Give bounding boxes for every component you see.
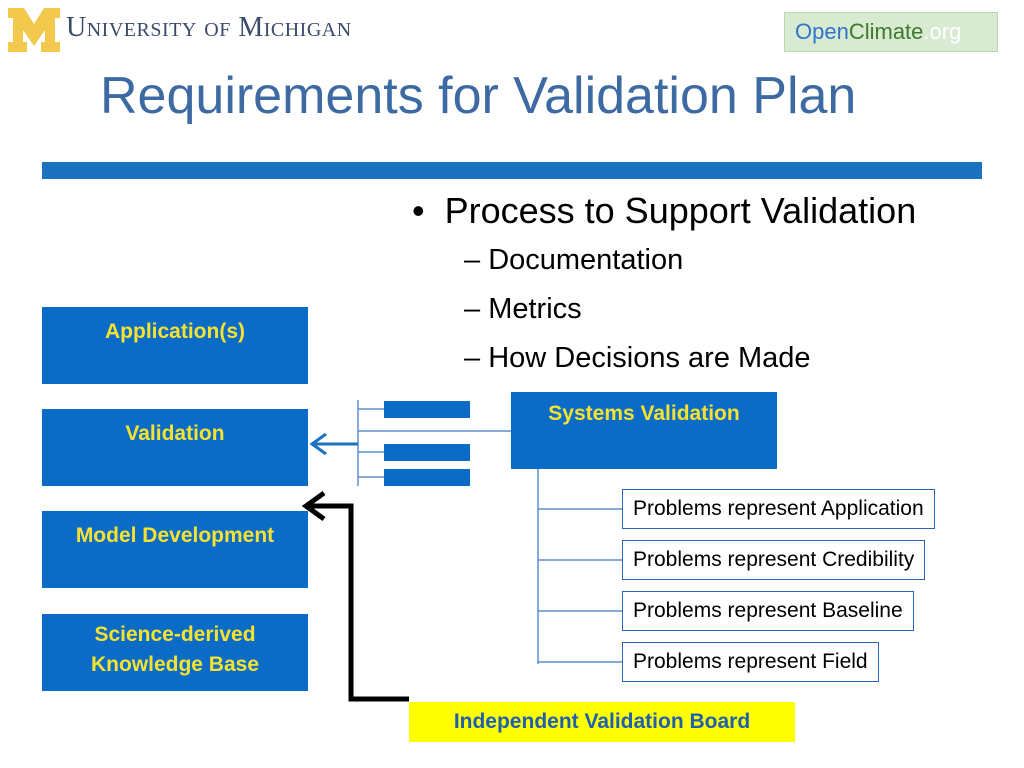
sub-bullet: – Metrics [464,293,582,325]
sub-bullet: – How Decisions are Made [464,342,811,374]
logo-open: Open [795,19,849,44]
title-rule [42,162,982,179]
block-m-icon [8,8,60,52]
box-model-development: Model Development [42,511,308,588]
logo-org: .org [923,19,962,44]
board-feedback-line [306,503,409,702]
main-bullet-text: Process to Support Validation [444,190,917,231]
main-bullet: • Process to Support Validation [412,190,917,231]
problem-box: Problems represent Credibility [622,540,926,580]
problem-box: Problems represent Application [622,489,935,529]
university-name: University of Michigan [66,12,352,43]
logo-climate: Climate [848,19,924,44]
sub-bullet: – Documentation [464,244,684,276]
arrow-to-validation-head [309,432,327,456]
stub-bar [384,401,470,418]
sub-bullet-text: Documentation [488,244,684,276]
box-applications: Application(s) [42,307,308,384]
box-systems-validation: Systems Validation [511,392,777,469]
board-feedback-arrowhead [301,490,326,522]
problem-box: Problems represent Field [622,642,879,682]
box-validation: Validation [42,409,308,486]
box-knowledge-base: Science-derived Knowledge Base [42,614,308,691]
problem-box: Problems represent Baseline [622,591,914,631]
sub-bullet-text: How Decisions are Made [488,342,811,374]
independent-validation-board: Independent Validation Board [409,702,795,742]
stub-bar [384,469,470,486]
sub-bullet-text: Metrics [488,293,582,325]
slide-title: Requirements for Validation Plan [100,67,857,125]
stub-bar [384,444,470,461]
openclimate-logo: OpenClimate.org [784,12,998,52]
